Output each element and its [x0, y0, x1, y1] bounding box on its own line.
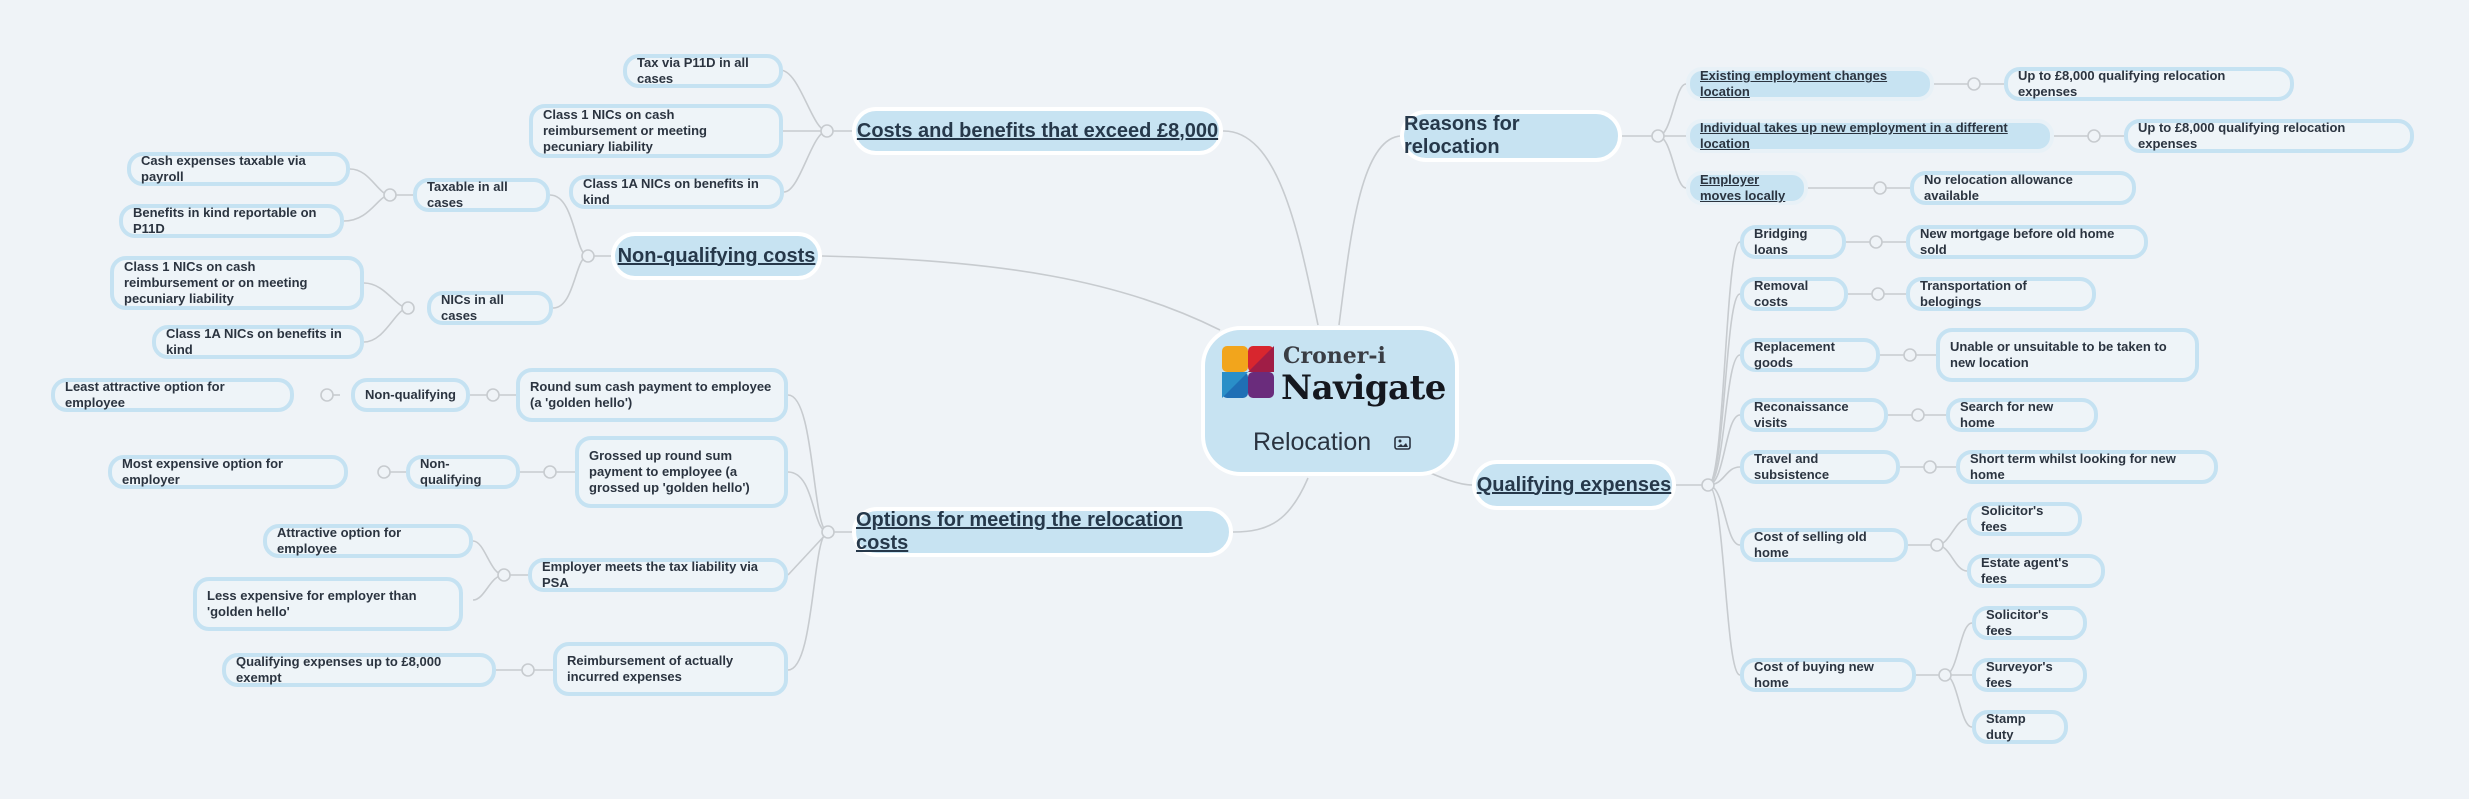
node-bridging-loans[interactable]: Bridging loans — [1740, 225, 1846, 259]
node-attractive-option[interactable]: Attractive option for employee — [263, 524, 473, 558]
node-solicitors-fees-2[interactable]: Solicitor's fees — [1972, 606, 2087, 640]
node-tax-via-p11d[interactable]: Tax via P11D in all cases — [623, 54, 783, 88]
node-cost-selling-old-home[interactable]: Cost of selling old home — [1740, 528, 1908, 562]
node-nics-all-cases[interactable]: NICs in all cases — [427, 291, 553, 325]
central-topic[interactable]: Croner-i Navigate Relocation — [1201, 326, 1459, 476]
branch-non-qualifying-costs[interactable]: Non-qualifying costs — [611, 232, 822, 280]
node-unable-unsuitable[interactable]: Unable or unsuitable to be taken to new … — [1936, 328, 2199, 382]
node-cash-expenses-payroll[interactable]: Cash expenses taxable via payroll — [127, 152, 350, 186]
node-class1-nics-pecuniary[interactable]: Class 1 NICs on cash reimbursement or on… — [110, 256, 364, 310]
node-non-qualifying-1[interactable]: Non-qualifying — [351, 378, 470, 412]
croner-logo-icon — [1222, 346, 1274, 398]
node-up-to-8000-1[interactable]: Up to £8,000 qualifying relocation expen… — [2004, 67, 2294, 101]
branch-costs-exceed[interactable]: Costs and benefits that exceed £8,000 — [852, 107, 1223, 155]
brand-croner-i: Croner-i — [1283, 343, 1386, 369]
node-transportation[interactable]: Transportation of belogings — [1906, 277, 2096, 311]
branch-qualifying-expenses[interactable]: Qualifying expenses — [1472, 460, 1676, 510]
node-class1a-nics-bik-2[interactable]: Class 1A NICs on benefits in kind — [152, 325, 364, 359]
node-new-employment[interactable]: Individual takes up new employment in a … — [1686, 119, 2054, 153]
node-less-expensive[interactable]: Less expensive for employer than 'golden… — [193, 577, 463, 631]
node-estate-agents-fees[interactable]: Estate agent's fees — [1967, 554, 2105, 588]
branch-options[interactable]: Options for meeting the relocation costs — [852, 507, 1233, 557]
node-class1a-nics-bik[interactable]: Class 1A NICs on benefits in kind — [569, 175, 784, 209]
node-class1-nics-reimbursement[interactable]: Class 1 NICs on cash reimbursement or me… — [529, 104, 783, 158]
node-new-mortgage[interactable]: New mortgage before old home sold — [1906, 225, 2148, 259]
image-icon[interactable] — [1394, 436, 1411, 450]
node-qualifying-8000-exempt[interactable]: Qualifying expenses up to £8,000 exempt — [222, 653, 496, 687]
node-replacement-goods[interactable]: Replacement goods — [1740, 338, 1880, 372]
node-reconaissance-visits[interactable]: Reconaissance visits — [1740, 398, 1888, 432]
node-reimbursement-incurred[interactable]: Reimbursement of actually incurred expen… — [553, 642, 788, 696]
node-employer-meets-psa[interactable]: Employer meets the tax liability via PSA — [528, 558, 788, 592]
node-up-to-8000-2[interactable]: Up to £8,000 qualifying relocation expen… — [2124, 119, 2414, 153]
branch-reasons[interactable]: Reasons for relocation — [1400, 110, 1622, 162]
node-most-expensive[interactable]: Most expensive option for employer — [108, 455, 348, 489]
brand-navigate: Navigate — [1281, 368, 1446, 408]
node-cost-buying-new-home[interactable]: Cost of buying new home — [1740, 658, 1916, 692]
node-bik-reportable-p11d[interactable]: Benefits in kind reportable on P11D — [119, 204, 344, 238]
node-short-term[interactable]: Short term whilst looking for new home — [1956, 450, 2218, 484]
node-grossed-up-round-sum[interactable]: Grossed up round sum payment to employee… — [575, 436, 788, 508]
node-search-new-home[interactable]: Search for new home — [1946, 398, 2098, 432]
central-topic-title: Relocation — [1253, 428, 1372, 456]
node-non-qualifying-2[interactable]: Non-qualifying — [406, 455, 520, 489]
node-taxable-all-cases[interactable]: Taxable in all cases — [413, 178, 550, 212]
node-no-relocation-allowance[interactable]: No relocation allowance available — [1910, 171, 2136, 205]
node-least-attractive[interactable]: Least attractive option for employee — [51, 378, 294, 412]
node-surveyors-fees[interactable]: Surveyor's fees — [1972, 658, 2087, 692]
node-travel-subsistence[interactable]: Travel and subsistence — [1740, 450, 1900, 484]
node-removal-costs[interactable]: Removal costs — [1740, 277, 1848, 311]
node-round-sum-cash[interactable]: Round sum cash payment to employee (a 'g… — [516, 368, 788, 422]
node-solicitors-fees-1[interactable]: Solicitor's fees — [1967, 502, 2082, 536]
node-existing-employment[interactable]: Existing employment changes location — [1686, 67, 1934, 101]
node-stamp-duty[interactable]: Stamp duty — [1972, 710, 2068, 744]
node-employer-moves-locally[interactable]: Employer moves locally — [1686, 171, 1808, 205]
